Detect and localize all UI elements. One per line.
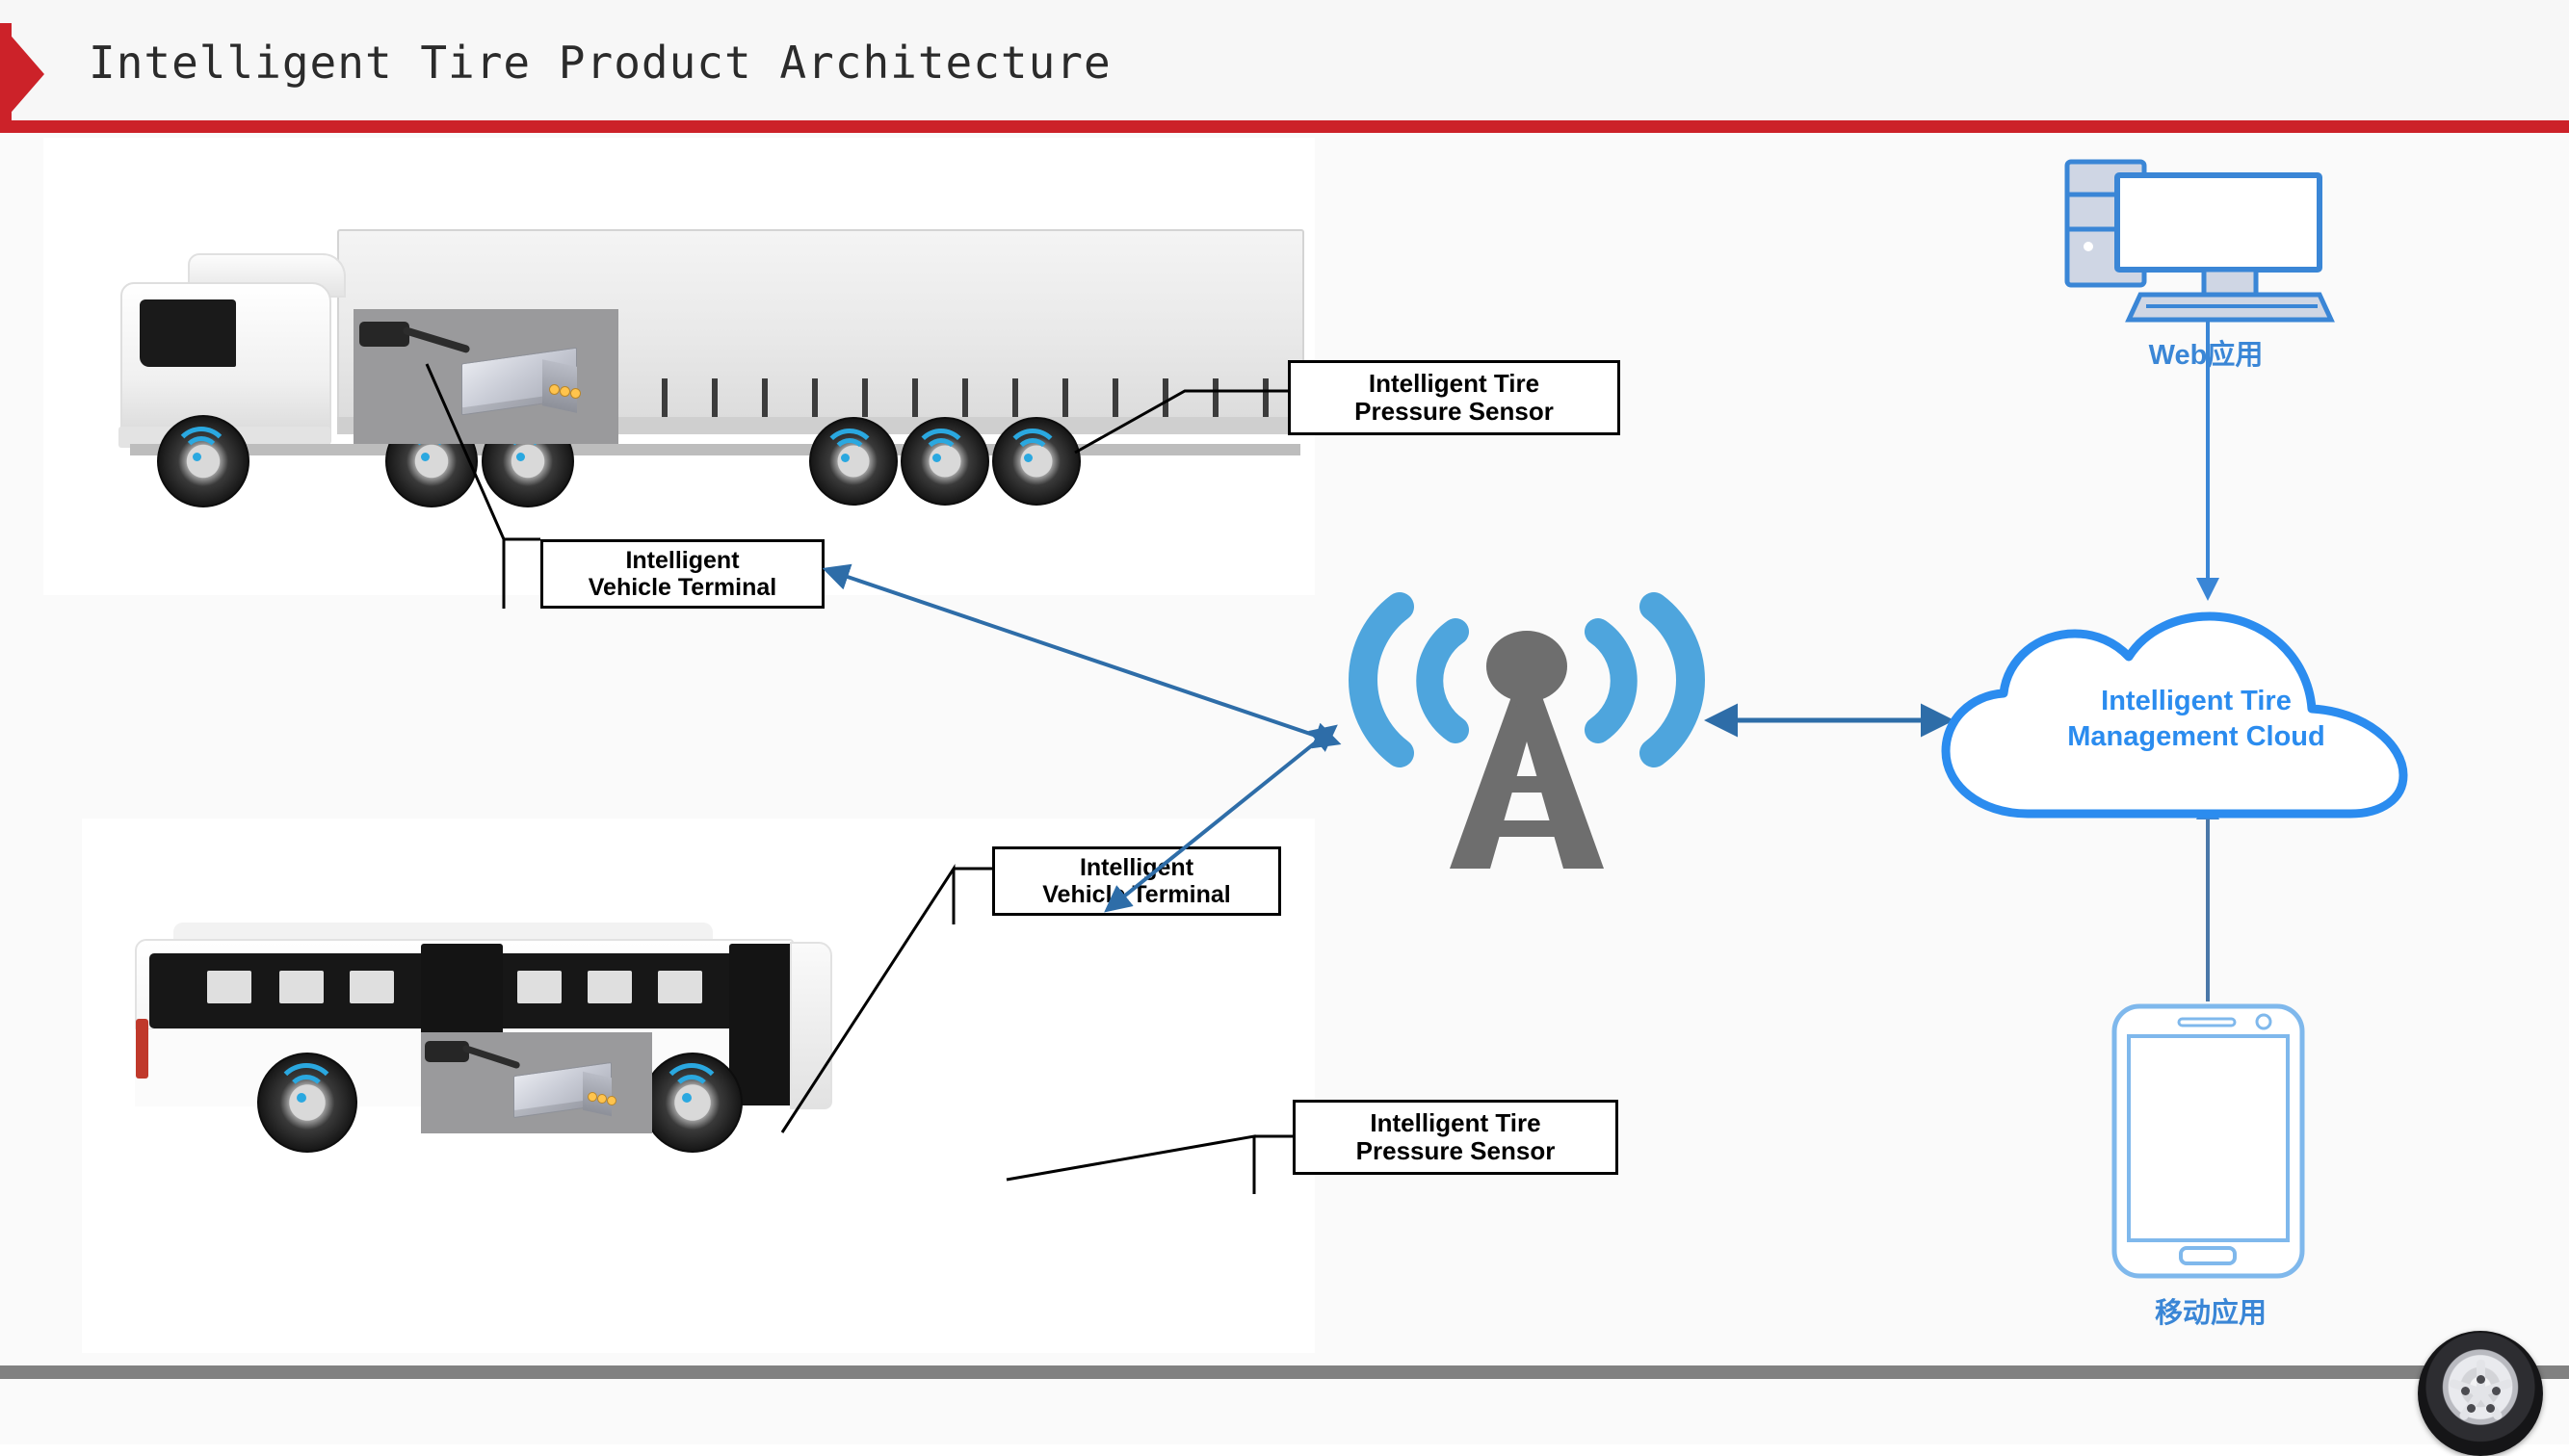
desktop-computer-icon[interactable] — [2061, 154, 2350, 347]
truck-chassis — [130, 444, 1300, 455]
terminal-connector — [560, 386, 570, 397]
footer-bar — [0, 1365, 2569, 1379]
callout-line1: Intelligent Tire — [1368, 368, 1540, 398]
wheel-lug — [2486, 1404, 2495, 1413]
tire-wheel-logo — [2418, 1331, 2543, 1456]
bus-seat — [279, 971, 324, 1003]
callout-line2: Pressure Sensor — [1354, 397, 1554, 426]
terminal-cable-plug — [359, 322, 409, 347]
signal-arc-inner-right — [1585, 618, 1638, 743]
wheel-lug — [2461, 1387, 2470, 1395]
bus-seat — [517, 971, 562, 1003]
terminal-connector — [607, 1096, 616, 1105]
tire-signal-icon — [172, 427, 230, 470]
terminal-cable-plug — [425, 1041, 469, 1062]
terminal-connector — [588, 1092, 597, 1102]
connector-truck-to-tower — [822, 563, 1342, 749]
terminal-connector — [570, 388, 581, 399]
signal-arc-outer-left — [1349, 592, 1414, 767]
callout-line2: Vehicle Terminal — [588, 574, 777, 601]
tower-cross-brace — [1475, 820, 1579, 837]
vehicle-terminal-device-front — [542, 359, 577, 413]
terminal-cable — [402, 325, 471, 354]
cloud-label-line1: Intelligent Tire — [2101, 686, 2292, 716]
monitor-screen — [2114, 172, 2322, 273]
web-app-label: Web应用 — [2148, 340, 2264, 371]
phone-speaker — [2177, 1017, 2237, 1027]
truck-window — [140, 299, 236, 367]
callout-line1: Intelligent — [625, 547, 740, 574]
callout-sensor-bus: Intelligent Tire Pressure Sensor — [1293, 1100, 1618, 1175]
wheel-lug — [2492, 1387, 2501, 1395]
wheel-lug — [2477, 1375, 2485, 1384]
truck-terminal-inset — [354, 309, 618, 444]
tire-signal-icon — [913, 429, 971, 472]
wheel-lug — [2467, 1404, 2476, 1413]
tire-signal-icon — [1005, 429, 1062, 472]
cell-tower-icon — [1344, 578, 1710, 886]
terminal-cable — [461, 1044, 521, 1070]
cloud-label: Intelligent Tire Management Cloud — [2018, 684, 2374, 755]
header-arrow-tail — [0, 23, 12, 125]
bus-front — [790, 942, 832, 1109]
monitor-stand — [2201, 267, 2259, 298]
callout-terminal-bus: Intelligent Vehicle Terminal — [992, 846, 1281, 916]
tire-signal-icon — [660, 1063, 723, 1111]
mobile-app-label: 移动应用 — [2154, 1298, 2267, 1329]
callout-sensor-truck: Intelligent Tire Pressure Sensor — [1288, 360, 1620, 435]
truck-image-panel — [43, 138, 1315, 595]
phone-screen — [2127, 1034, 2290, 1242]
page-header: Intelligent Tire Product Architecture — [0, 0, 2569, 133]
callout-line1: Intelligent — [1079, 854, 1194, 881]
tower-power-led — [2084, 242, 2093, 251]
cloud-outline — [1941, 611, 2408, 819]
callout-terminal-truck: Intelligent Vehicle Terminal — [540, 539, 825, 609]
callout-line2: Pressure Sensor — [1355, 1136, 1556, 1165]
bus-seat — [658, 971, 702, 1003]
terminal-connector — [549, 384, 560, 395]
bus-roof — [173, 923, 713, 944]
bus-terminal-inset — [421, 1032, 652, 1133]
signal-arc-outer-right — [1639, 592, 1705, 767]
bus-seat — [207, 971, 251, 1003]
tower-head — [1486, 631, 1567, 702]
callout-line2: Vehicle Terminal — [1042, 881, 1231, 908]
cloud-label-line2: Management Cloud — [2067, 721, 2325, 753]
callout-line1: Intelligent Tire — [1370, 1107, 1541, 1137]
bus-tail-light — [136, 1019, 148, 1079]
header-rule — [0, 120, 2569, 133]
terminal-connector — [597, 1094, 607, 1104]
tower-cross-brace — [1490, 776, 1563, 793]
phone-home-button — [2179, 1246, 2237, 1265]
signal-arc-inner-left — [1416, 618, 1469, 743]
bus-seat — [350, 971, 394, 1003]
cloud-shape — [1927, 611, 2451, 828]
tire-signal-icon — [822, 429, 879, 472]
bus-seat — [588, 971, 632, 1003]
page-title: Intelligent Tire Product Architecture — [89, 37, 1112, 89]
smartphone-icon[interactable] — [2110, 1001, 2307, 1281]
phone-camera — [2255, 1013, 2272, 1030]
tire-signal-icon — [275, 1063, 338, 1111]
